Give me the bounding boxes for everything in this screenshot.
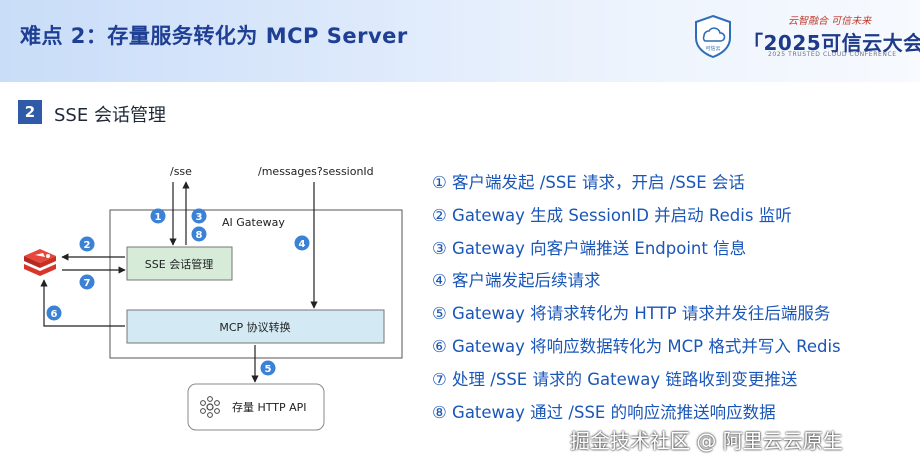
- step-item: ⑥ Gateway 将响应数据转化为 MCP 格式并写入 Redis: [432, 336, 841, 356]
- logo-main-text: 「2025可信云大会: [743, 31, 920, 55]
- section-number: 2: [18, 100, 42, 124]
- step-item: ① 客户端发起 /SSE 请求，开启 /SSE 会话: [432, 173, 745, 192]
- badge-6: 6: [46, 305, 62, 321]
- svg-text:5: 5: [265, 364, 272, 375]
- logo-sub-text: 2025 TRUSTED CLOUD CONFERENCE: [768, 51, 897, 58]
- page-title: 难点 2：存量服务转化为 MCP Server: [20, 24, 408, 48]
- messages-path-label: /messages?sessionId: [258, 165, 374, 178]
- api-network-icon: [200, 396, 220, 418]
- trusted-cloud-logo-icon: 可信云: [695, 14, 731, 58]
- arrow-mcp-to-redis: [40, 279, 125, 327]
- svg-text:8: 8: [196, 230, 203, 241]
- steps-list: ① 客户端发起 /SSE 请求，开启 /SSE 会话 ② Gateway 生成 …: [432, 170, 841, 432]
- step-item: ⑧ Gateway 通过 /SSE 的响应流推送响应数据: [432, 402, 776, 422]
- http-api-box: [187, 383, 325, 431]
- badge-2: 2: [79, 236, 95, 252]
- step-item: ⑦ 处理 /SSE 请求的 Gateway 链路收到变更推送: [432, 369, 798, 389]
- step-item: ④ 客户端发起后续请求: [432, 271, 601, 291]
- badge-4: 4: [294, 235, 310, 251]
- svg-text:2: 2: [84, 240, 91, 251]
- svg-text:7: 7: [84, 278, 91, 289]
- http-api-label: 存量 HTTP API: [232, 400, 307, 414]
- sse-session-label: SSE 会话管理: [145, 257, 213, 271]
- svg-text:4: 4: [299, 239, 306, 250]
- badge-3: 3: [191, 208, 207, 224]
- step-item: ③ Gateway 向客户端推送 Endpoint 信息: [432, 238, 747, 258]
- watermark-text: 掘金技术社区 @ 阿里云云原生: [570, 429, 843, 453]
- logo-slogan: 云智融合 可信未来: [788, 16, 872, 27]
- svg-text:3: 3: [196, 212, 203, 223]
- svg-text:6: 6: [51, 309, 58, 320]
- ai-gateway-label: AI Gateway: [222, 216, 285, 229]
- badge-7: 7: [79, 274, 95, 290]
- sse-session-box: [126, 246, 233, 281]
- svg-text:1: 1: [155, 212, 162, 223]
- header-bar: 难点 2：存量服务转化为 MCP Server 可信云 云智融合 可信未来 「2…: [0, 0, 920, 82]
- badge-8: 8: [191, 226, 207, 242]
- badge-5: 5: [260, 360, 276, 376]
- badge-1: 1: [150, 208, 166, 224]
- step-item: ② Gateway 生成 SessionID 并启动 Redis 监听: [432, 205, 792, 225]
- sse-path-label: /sse: [170, 165, 192, 178]
- logo-badge-text: 可信云: [705, 45, 720, 52]
- redis-icon: [24, 249, 56, 276]
- mcp-protocol-label: MCP 协议转换: [219, 320, 290, 334]
- step-item: ⑤ Gateway 将请求转化为 HTTP 请求并发往后端服务: [432, 304, 831, 324]
- mcp-protocol-box: [126, 309, 385, 344]
- section-title: SSE 会话管理: [54, 105, 166, 126]
